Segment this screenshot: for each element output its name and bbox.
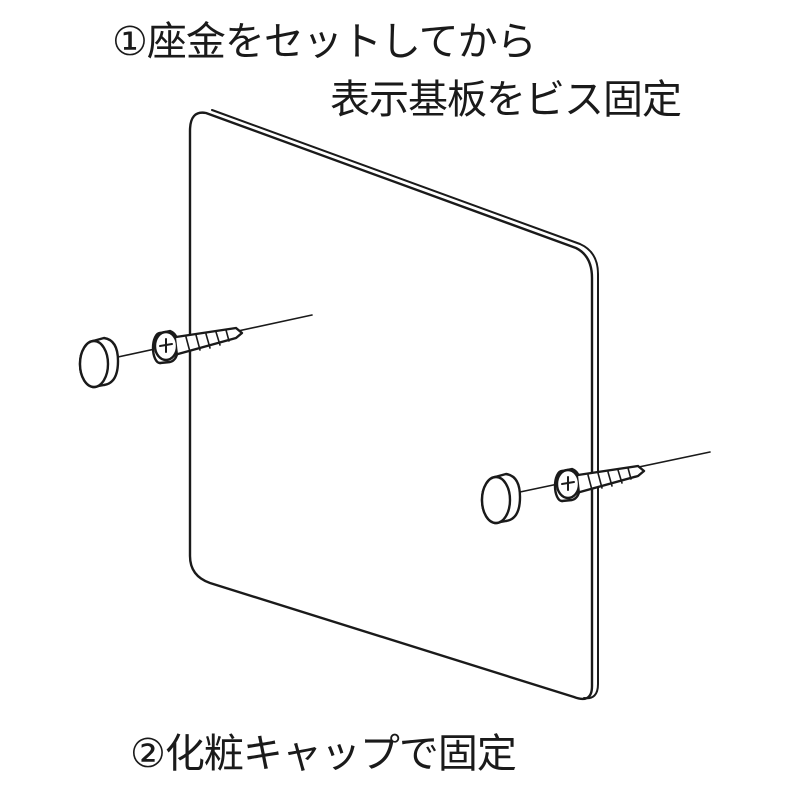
upper-fastener-group xyxy=(78,314,313,389)
step2-instruction-line1: ②化粧キャップで固定 xyxy=(130,731,517,777)
step1-instruction-line2: 表示基板をビス固定 xyxy=(330,77,682,123)
upper-decorative-cap-icon xyxy=(78,336,120,389)
display-board-edge xyxy=(211,109,599,700)
lower-screw-icon xyxy=(555,464,646,500)
step1-instruction-line1: ①座金をセットしてから xyxy=(112,19,537,65)
lower-decorative-cap-icon xyxy=(480,472,522,525)
upper-screw-icon xyxy=(153,326,244,362)
lower-fastener-group xyxy=(480,451,711,525)
display-board-icon xyxy=(188,111,594,701)
